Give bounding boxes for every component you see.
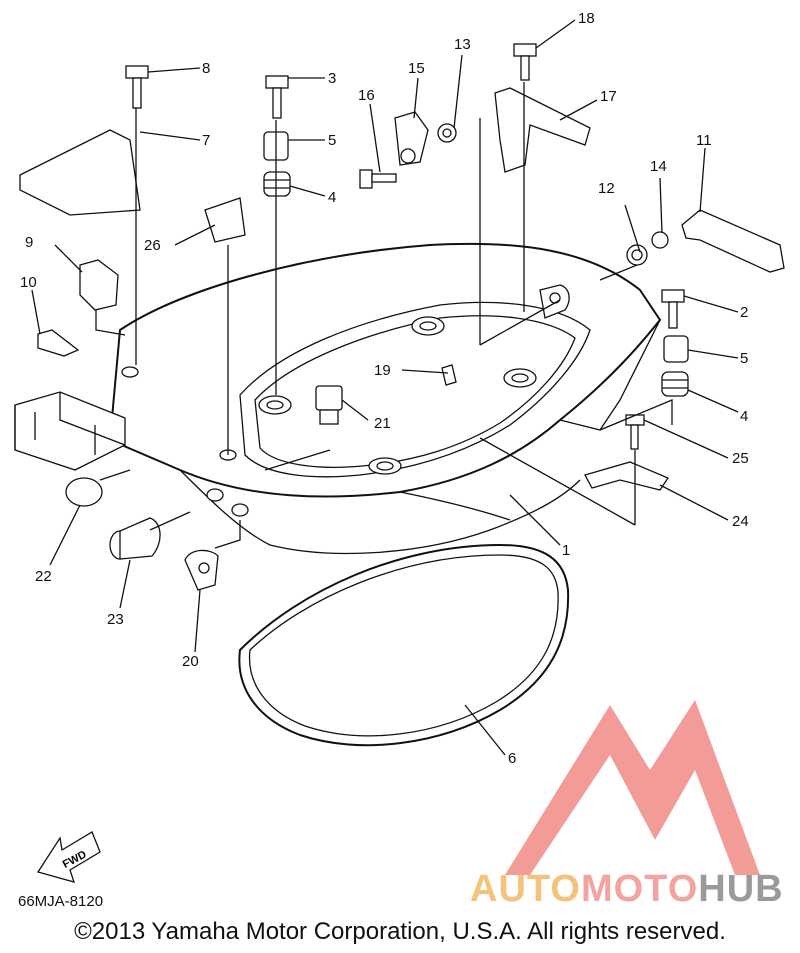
- bolt-2: [661, 289, 685, 329]
- grommet-23: [109, 517, 161, 560]
- part-label: 25: [732, 450, 749, 467]
- part-label: 26: [144, 237, 161, 254]
- part-label: 16: [358, 87, 375, 104]
- part-label: 20: [182, 653, 199, 670]
- watermark-brand-part2: MOTO: [580, 868, 699, 910]
- part-label: 4: [328, 189, 336, 206]
- copyright-notice: ©2013 Yamaha Motor Corporation, U.S.A. A…: [74, 918, 726, 945]
- grommet-4-left: [263, 171, 291, 197]
- part-label: 13: [454, 36, 471, 53]
- plate-17: [494, 87, 591, 173]
- part-label: 24: [732, 513, 749, 530]
- plug-19: [441, 364, 457, 386]
- bracket-15: [394, 111, 429, 166]
- part-labels: 1 2 3 4 4 5 5 6 7 8 9 10 11 12 13 14 15 …: [20, 10, 749, 767]
- bolt-16: [359, 169, 397, 189]
- clamp-7: [19, 129, 141, 216]
- washer-14: [651, 231, 669, 249]
- part-label: 5: [328, 132, 336, 149]
- block-9: [79, 259, 119, 311]
- part-label: 21: [374, 415, 391, 432]
- part-label: 9: [25, 234, 33, 251]
- bolt-3: [265, 75, 289, 119]
- part-label: 14: [650, 158, 667, 175]
- watermark-brand-part1: AUTO: [470, 868, 581, 910]
- part-label: 22: [35, 568, 52, 585]
- fwd-arrow-icon: FWD: [36, 831, 101, 883]
- grommet-20: [184, 549, 219, 591]
- pad-10: [37, 329, 80, 357]
- part-label: 19: [374, 362, 391, 379]
- part-label: 4: [740, 408, 748, 425]
- document-code: 66MJA-8120: [18, 893, 104, 910]
- washer-13: [437, 123, 457, 143]
- bottom-cowling: [14, 242, 662, 555]
- part-label: 7: [202, 132, 210, 149]
- part-label: 15: [408, 60, 425, 77]
- part-label: 5: [740, 350, 748, 367]
- part-label: 12: [598, 180, 615, 197]
- part-label: 3: [328, 70, 336, 87]
- part-label: 23: [107, 611, 124, 628]
- watermark-brand: AUTOMOTOHUB: [470, 868, 784, 911]
- watermark-brand-part3: HUB: [698, 868, 784, 910]
- grommet-4-right: [661, 371, 689, 397]
- clip-26: [204, 197, 246, 243]
- watermark-logo-icon: [505, 700, 760, 875]
- drain-21: [315, 385, 343, 425]
- part-label: 18: [578, 10, 595, 27]
- cowling-seal: [238, 543, 570, 747]
- lever-24: [584, 461, 669, 491]
- part-label: 11: [696, 132, 712, 149]
- part-label: 1: [562, 542, 570, 559]
- part-label: 6: [508, 750, 516, 767]
- part-label: 2: [740, 304, 748, 321]
- leader-lines: [31, 19, 739, 756]
- collar-5-right: [663, 335, 689, 363]
- plug-22: [65, 477, 103, 507]
- bolt-18: [513, 43, 537, 81]
- grommet-12: [626, 244, 648, 266]
- handle-11: [681, 209, 785, 273]
- part-label: 17: [600, 88, 617, 105]
- part-label: 10: [20, 274, 37, 291]
- bolt-25: [625, 414, 645, 450]
- bolt-8: [125, 65, 149, 109]
- part-label: 8: [202, 60, 210, 77]
